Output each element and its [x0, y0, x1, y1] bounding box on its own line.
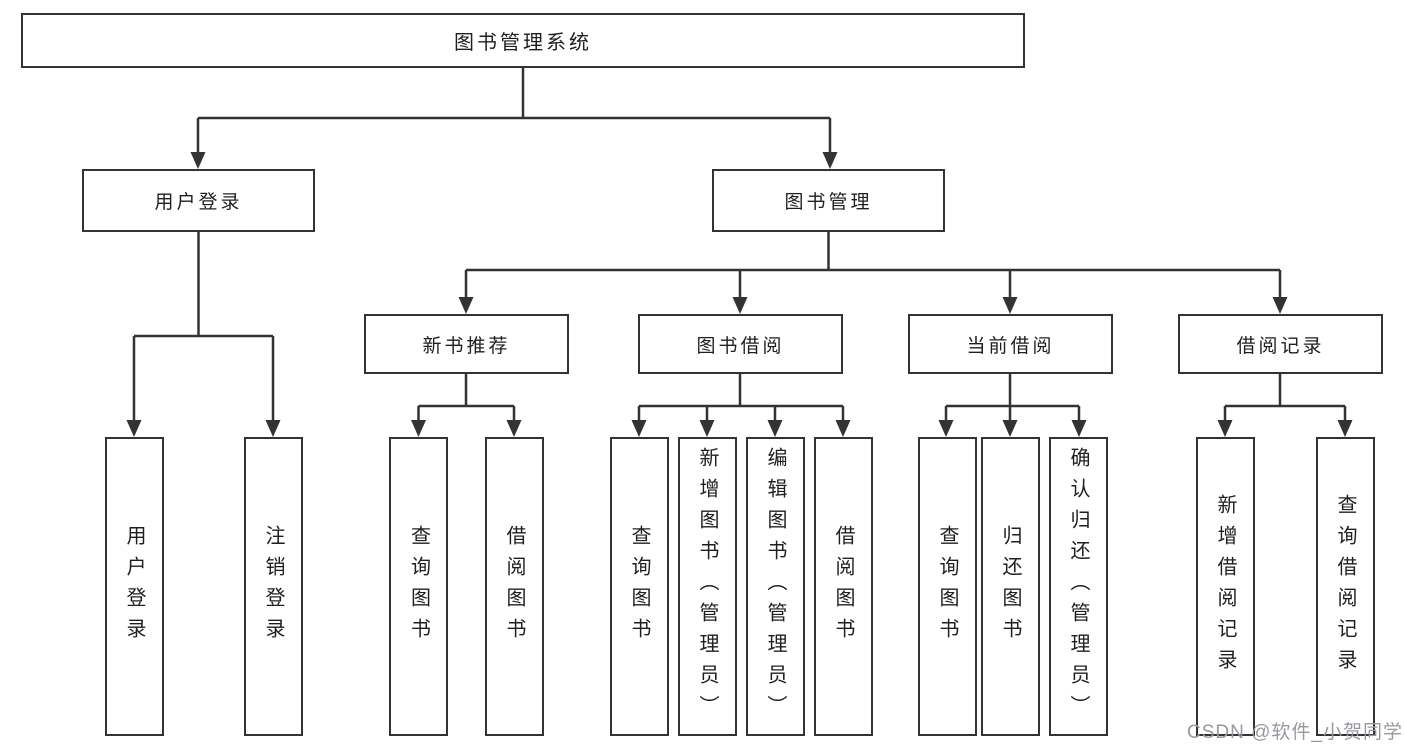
node-label: 图书借阅: [696, 335, 785, 357]
node-label: 编辑图书（管理员）: [764, 447, 786, 726]
leaf-logout: 注销登录: [243, 437, 303, 736]
leaf-confirm-return-admin: 确认归还（管理员）: [1048, 437, 1108, 736]
node-label: 借阅图书: [503, 524, 525, 649]
node-book-management: 图书管理: [712, 169, 945, 232]
leaf-borrow-books: 借阅图书: [813, 437, 873, 736]
node-label: 图书管理: [784, 192, 873, 213]
node-library-system: 图书管理系统: [21, 13, 1025, 68]
node-label: 借阅记录: [1236, 335, 1325, 357]
node-user-login: 用户登录: [82, 169, 315, 232]
arrowheads: [126, 152, 1353, 437]
node-label: 用户登录: [154, 192, 243, 213]
node-label: 用户登录: [123, 524, 145, 649]
leaf-add-borrow-record: 新增借阅记录: [1195, 437, 1255, 736]
leaf-query-books-recommend: 查询图书: [389, 437, 448, 736]
node-current-borrow: 当前借阅: [908, 314, 1113, 374]
leaf-edit-book-admin: 编辑图书（管理员）: [745, 437, 805, 736]
node-label: 新增图书（管理员）: [696, 447, 718, 726]
node-label: 查询图书: [407, 524, 430, 649]
leaf-return-book: 归还图书: [980, 437, 1040, 736]
leaf-query-borrow-record: 查询借阅记录: [1315, 437, 1375, 736]
node-label: 查询借阅记录: [1334, 493, 1356, 680]
leaf-user-login: 用户登录: [104, 437, 164, 736]
node-label: 查询图书: [628, 524, 650, 649]
leaf-borrow-books-recommend: 借阅图书: [484, 437, 544, 736]
node-label: 注销登录: [262, 524, 284, 649]
node-label: 借阅图书: [832, 524, 854, 649]
leaf-query-books-borrow: 查询图书: [609, 437, 669, 736]
node-label: 新增借阅记录: [1214, 493, 1236, 680]
node-label: 确认归还（管理员）: [1067, 447, 1089, 726]
leaf-add-book-admin: 新增图书（管理员）: [677, 437, 737, 736]
node-label: 当前借阅: [966, 335, 1055, 357]
node-label: 查询图书: [936, 524, 958, 649]
node-borrow-records: 借阅记录: [1178, 314, 1383, 374]
node-new-book-recommend: 新书推荐: [364, 314, 569, 374]
node-label: 图书管理系统: [454, 32, 592, 54]
node-label: 归还图书: [999, 524, 1021, 649]
node-label: 新书推荐: [422, 335, 511, 357]
node-book-borrow: 图书借阅: [638, 314, 843, 374]
leaf-query-books-current: 查询图书: [917, 437, 977, 736]
